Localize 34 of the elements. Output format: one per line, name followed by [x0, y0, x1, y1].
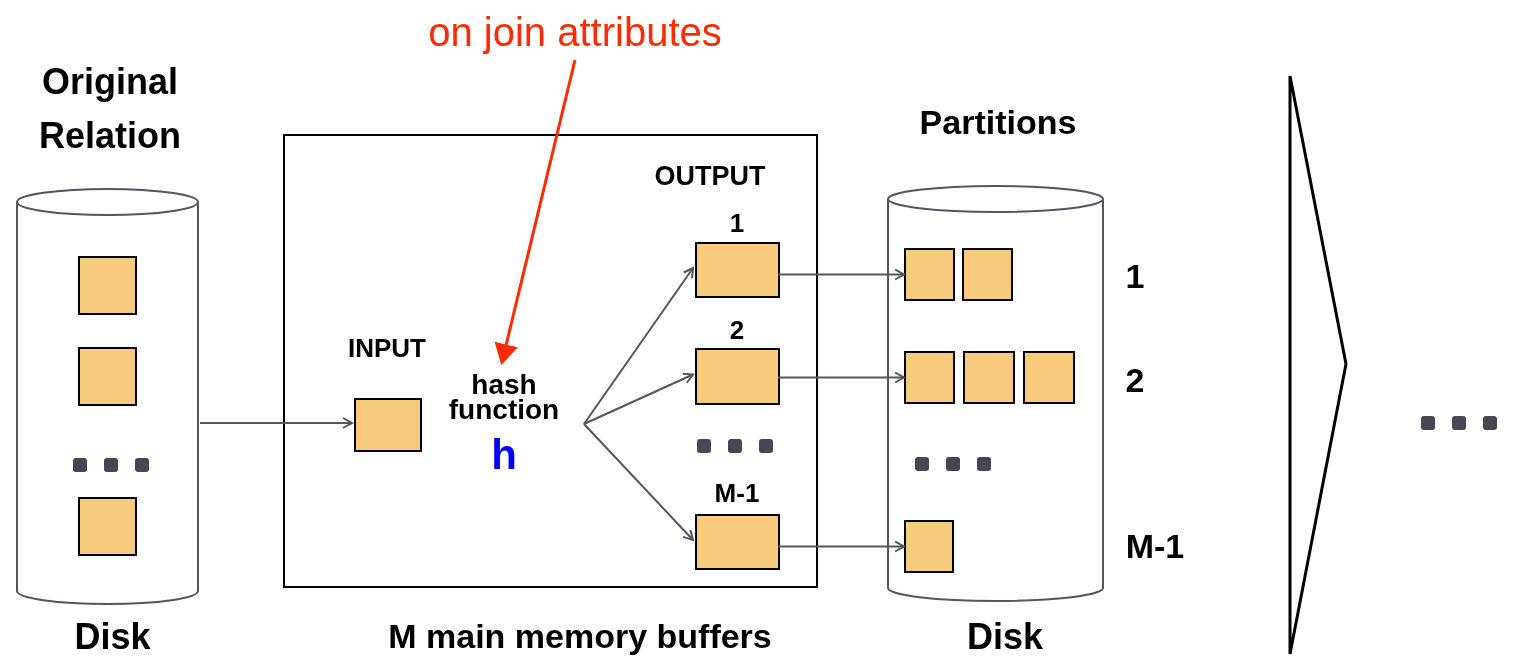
buffer-label: 1: [728, 207, 746, 239]
page-block: [78, 256, 137, 315]
arrow: [583, 423, 694, 541]
buffer-number: M-1: [1124, 526, 1186, 566]
arrow: [199, 417, 353, 429]
buffer-number: 2: [1124, 360, 1146, 400]
arrow: [777, 371, 905, 384]
buffer-label: 2: [728, 314, 746, 346]
page-block: [1023, 351, 1075, 404]
arrow: [583, 372, 694, 425]
buffer-label: M-1: [713, 477, 761, 509]
buffer-number: 1: [1124, 256, 1146, 296]
arrow: [494, 59, 577, 365]
caption-text: M main memory buffers: [387, 616, 773, 657]
page-block: [963, 351, 1015, 404]
arrow: [777, 540, 905, 553]
function-symbol: h: [491, 430, 517, 480]
caption-text: Disk: [73, 615, 152, 658]
memory-box: [283, 134, 818, 588]
page-block: [78, 497, 137, 556]
buffer-number: OUTPUT: [653, 160, 767, 193]
arrow: [777, 268, 905, 281]
page-block: [962, 248, 1013, 301]
function-label: hash function: [447, 372, 561, 422]
annotation-text: on join attributes: [380, 5, 770, 60]
page-block: [904, 248, 955, 301]
page-block: [904, 351, 955, 404]
caption-text: Disk: [965, 615, 1044, 658]
disk-heading: Original Relation: [38, 60, 182, 158]
page-block: [78, 347, 137, 406]
buffer-label: INPUT: [347, 332, 427, 364]
arrow: [583, 267, 694, 425]
page-block: [904, 520, 954, 573]
disk-heading: Partitions: [918, 102, 1078, 143]
